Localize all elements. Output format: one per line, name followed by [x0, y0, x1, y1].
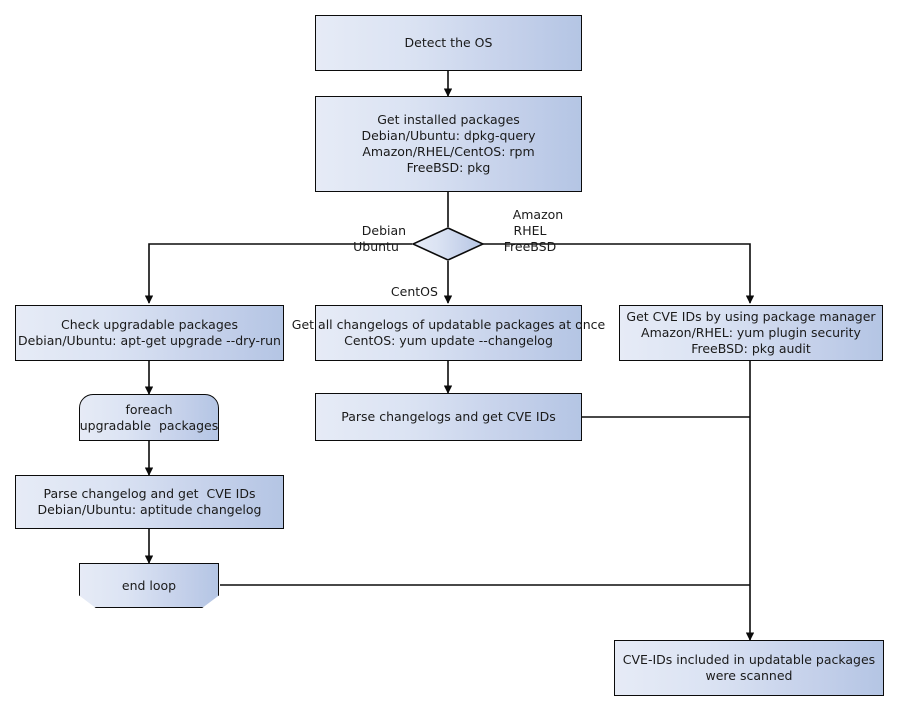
node-get-all-changelogs-label: Get all changelogs of updatable packages…	[291, 317, 606, 348]
node-foreach-loop-label: foreach upgradable packages	[79, 401, 219, 433]
node-get-cve-pkg-manager[interactable]: Get CVE IDs by using package manager Ama…	[619, 305, 883, 361]
node-parse-changelog-single[interactable]: Parse changelog and get CVE IDs Debian/U…	[15, 475, 284, 529]
node-parse-changelog-single-label: Parse changelog and get CVE IDs Debian/U…	[37, 486, 262, 517]
node-os-decision[interactable]	[411, 227, 485, 261]
node-end-loop-label: end loop	[121, 577, 177, 593]
node-parse-changelogs-centos[interactable]: Parse changelogs and get CVE IDs	[315, 393, 582, 441]
edge-decision-amazon	[483, 243, 755, 304]
edge-label-centos: CentOS	[390, 284, 438, 299]
edge-decision-debian	[144, 243, 412, 304]
node-detect-os-label: Detect the OS	[404, 35, 493, 50]
node-detect-os[interactable]: Detect the OS	[315, 15, 582, 71]
node-foreach-loop[interactable]: foreach upgradable packages	[79, 394, 219, 441]
node-check-upgradable-label: Check upgradable packages Debian/Ubuntu:…	[18, 317, 281, 348]
node-scanned-result-label: CVE-IDs included in updatable packages w…	[622, 652, 876, 683]
node-get-cve-pkg-manager-label: Get CVE IDs by using package manager Ama…	[626, 309, 876, 356]
node-get-installed-packages-label: Get installed packages Debian/Ubuntu: dp…	[361, 112, 536, 175]
node-parse-changelogs-centos-label: Parse changelogs and get CVE IDs	[341, 409, 556, 424]
edge-label-amazon-rhel-freebsd: Amazon RHEL FreeBSD	[503, 207, 564, 254]
edge-label-debian-ubuntu: Debian Ubuntu	[353, 223, 407, 254]
node-get-installed-packages[interactable]: Get installed packages Debian/Ubuntu: dp…	[315, 96, 582, 192]
node-get-all-changelogs[interactable]: Get all changelogs of updatable packages…	[292, 305, 605, 361]
node-scanned-result[interactable]: CVE-IDs included in updatable packages w…	[614, 640, 884, 696]
node-check-upgradable[interactable]: Check upgradable packages Debian/Ubuntu:…	[15, 305, 284, 361]
node-end-loop[interactable]: end loop	[79, 563, 219, 608]
